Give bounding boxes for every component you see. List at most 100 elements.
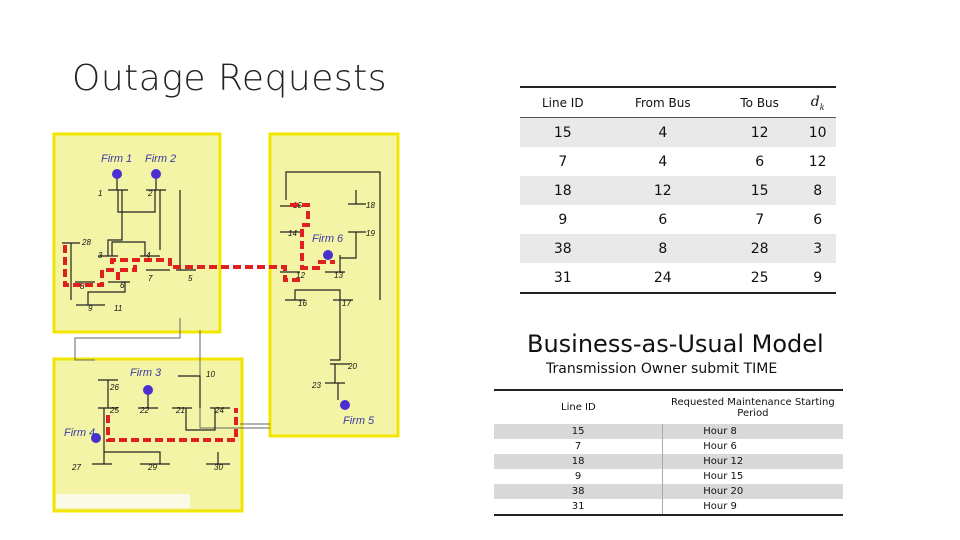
network-diagram: Firm 1 Firm 2 1 2 3 4 5 6 7 8 9 11 28 Fi…: [52, 132, 400, 513]
table-cell: Hour 20: [662, 484, 843, 499]
table-row: 15 4 12 10: [520, 117, 836, 147]
bus-label: 3: [98, 251, 103, 260]
outage-path-short: [116, 265, 137, 280]
table-cell: 18: [520, 176, 606, 205]
table-cell: Hour 6: [662, 439, 843, 454]
table-cell: 38: [494, 484, 663, 499]
table-row: 9 6 7 6: [520, 205, 836, 234]
section-subtitle: Transmission Owner submit TIME: [546, 361, 778, 377]
bus-label: 28: [81, 238, 91, 247]
table-row: 18 Hour 12: [494, 454, 843, 469]
maintenance-request-table: Line ID Requested Maintenance Starting P…: [494, 389, 843, 516]
outage-path-24-25: [106, 408, 238, 442]
firm-label: Firm 4: [64, 427, 95, 439]
table-cell: 8: [799, 176, 836, 205]
firm-1-node: [112, 169, 122, 179]
firm-region-5-6: [268, 132, 400, 438]
column-header: From Bus: [605, 86, 721, 118]
outage-lines-table: Line ID From Bus To Bus dk 15 4 12 10 7 …: [520, 86, 836, 294]
firm-6-node: [323, 250, 333, 260]
table-cell: 3: [799, 234, 836, 263]
table-cell: 15: [494, 424, 663, 439]
shaded-strip: [56, 494, 190, 508]
bus-label: 24: [214, 406, 224, 415]
table-cell: 7: [558, 153, 568, 170]
table-cell: 25: [720, 263, 800, 294]
table-row: 38 Hour 20: [494, 484, 843, 499]
slide-title: Outage Requests: [72, 58, 388, 99]
table-cell: 9: [799, 263, 836, 294]
bus-label: 26: [109, 383, 119, 392]
table-cell: 7: [574, 441, 582, 452]
bus-label: 20: [347, 362, 357, 371]
table-cell: 15: [520, 117, 606, 147]
table-cell: Hour 8: [662, 424, 843, 439]
bus-label: 19: [366, 229, 375, 238]
bus-label: 18: [366, 201, 375, 210]
table-cell: 38: [520, 234, 606, 263]
table-cell: 7: [755, 211, 765, 228]
column-header: Requested Maintenance Starting Period: [662, 389, 843, 424]
table-cell: Hour 9: [662, 499, 843, 516]
table-cell: 8: [605, 234, 721, 263]
table-cell: 18: [494, 454, 663, 469]
table-cell: 28: [720, 234, 800, 263]
bus-label: 8: [80, 282, 85, 291]
table-cell: Hour 12: [662, 454, 843, 469]
bus-label: 22: [139, 406, 149, 415]
firm-4-node: [91, 433, 101, 443]
table-cell: 4: [605, 117, 721, 147]
firm-label: Firm 1: [101, 153, 132, 165]
bus-label: 5: [188, 274, 193, 283]
table-row: 31 Hour 9: [494, 499, 843, 516]
bus-label: 27: [71, 463, 81, 472]
table-cell: 9: [574, 471, 582, 482]
table-cell: 6: [813, 211, 823, 228]
column-header: To Bus: [720, 86, 800, 118]
column-header: Line ID: [494, 389, 663, 424]
bus-label: 1: [98, 189, 102, 198]
firm-region-1-2: [52, 132, 222, 334]
table-row: 38 8 28 3: [520, 234, 836, 263]
bus-label: 6: [120, 281, 125, 290]
bus-label: 2: [147, 189, 153, 198]
firm-3-node: [143, 385, 153, 395]
bus-label: 30: [214, 463, 223, 472]
table-row: 31 24 25 9: [520, 263, 836, 294]
bus-label: 29: [147, 463, 157, 472]
bus-label: 11: [114, 304, 122, 313]
table-cell: 6: [658, 211, 668, 228]
column-header-dk: dk: [799, 86, 836, 118]
table-cell: Hour 15: [662, 469, 843, 484]
firm-label: Firm 6: [312, 233, 344, 245]
table-row: 18 12 15 8: [520, 176, 836, 205]
outage-path-15-12: [290, 203, 310, 268]
table-cell: 12: [720, 117, 800, 147]
bus-label: 23: [311, 381, 321, 390]
table-cell: 9: [558, 211, 568, 228]
bus-label: 16: [298, 299, 307, 308]
table-row: 15 Hour 8: [494, 424, 843, 439]
section-title: Business-as-Usual Model: [527, 330, 824, 358]
table-row: 7 Hour 6: [494, 439, 843, 454]
table-cell: 4: [658, 153, 668, 170]
bus-label: 25: [109, 406, 119, 415]
table-cell: 12: [808, 153, 827, 170]
table-cell: 15: [720, 176, 800, 205]
table-row: 7 4 6 12: [520, 147, 836, 176]
outage-path-main: [63, 245, 300, 287]
bus-label: 17: [342, 299, 351, 308]
bus-label: 7: [148, 274, 153, 283]
firm-label: Firm 2: [145, 153, 176, 165]
table-cell: 24: [605, 263, 721, 294]
table-cell: 31: [494, 499, 663, 516]
firm-label: Firm 5: [343, 415, 375, 427]
bus-label: 4: [146, 251, 151, 260]
bus-label: 13: [334, 271, 343, 280]
firm-region-3-4: [52, 357, 244, 513]
column-header: Line ID: [520, 86, 606, 118]
table-cell: 6: [755, 153, 765, 170]
bus-label: 21: [175, 406, 185, 415]
table-cell: 10: [799, 117, 836, 147]
bus-label: 12: [296, 271, 305, 280]
